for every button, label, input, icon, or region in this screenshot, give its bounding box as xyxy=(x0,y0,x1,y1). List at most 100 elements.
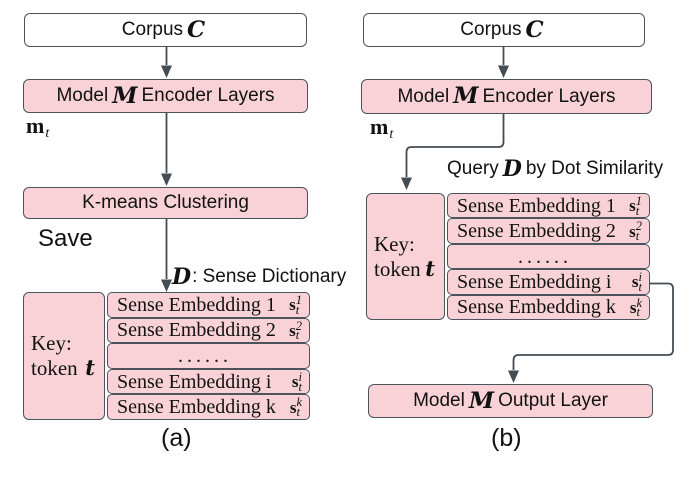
encoder-label-pre: Model xyxy=(56,85,109,106)
corpus-label: Corpus xyxy=(460,19,522,40)
m-vector-label-b: mt xyxy=(370,114,393,143)
row-label: Sense Embedding 2 xyxy=(457,220,616,243)
query-label-post: by Dot Similarity xyxy=(525,158,664,179)
s-base: s xyxy=(629,221,636,241)
key-word: token xyxy=(31,356,78,380)
s-sub: t xyxy=(638,279,642,294)
corpus-label: Corpus xyxy=(121,19,184,40)
row-label: Sense Embedding k xyxy=(117,396,276,419)
row-label: Sense Embedding 2 xyxy=(117,319,276,342)
corpus-symbol-c: C xyxy=(187,16,206,43)
s-sup: i xyxy=(638,270,642,285)
row-label: Sense Embedding k xyxy=(457,296,616,319)
m-vector-sub: t xyxy=(389,127,394,142)
m-vector-base: m xyxy=(26,113,45,138)
key-word: token xyxy=(374,256,421,281)
sense-row-ellipsis: ...... xyxy=(447,243,650,270)
s-base: s xyxy=(631,272,639,292)
corpus-symbol-c: C xyxy=(525,16,544,43)
arrowhead xyxy=(161,65,172,78)
s-sup: 1 xyxy=(635,193,642,208)
arrowhead xyxy=(161,173,172,186)
s-sup: k xyxy=(296,395,302,410)
m-vector-sub: t xyxy=(45,126,50,141)
key-line1: Key: xyxy=(374,231,415,256)
caption-a: (a) xyxy=(161,424,192,452)
model-symbol-m: M xyxy=(112,82,138,109)
encoder-label-post: Encoder Layers xyxy=(482,85,616,107)
arrowhead xyxy=(401,177,412,190)
dictionary-symbol-d: D xyxy=(172,264,192,290)
key-token-symbol: t xyxy=(85,355,95,380)
arrowhead xyxy=(161,279,172,292)
sense-dictionary-text: : Sense Dictionary xyxy=(192,266,347,287)
row-label: Sense Embedding i xyxy=(457,270,612,293)
s-sup: 1 xyxy=(295,293,302,308)
encoder-label-pre: Model xyxy=(397,85,450,107)
s-sub: t xyxy=(635,229,640,244)
row-label: ...... xyxy=(518,245,572,268)
m-vector-base: m xyxy=(370,114,389,139)
s-base: s xyxy=(629,297,637,317)
s-sub: t xyxy=(298,379,302,394)
arrowhead xyxy=(508,370,519,383)
row-label: ...... xyxy=(178,344,232,367)
save-label: Save xyxy=(38,225,93,252)
s-sub: t xyxy=(636,305,640,320)
query-label-pre: Query xyxy=(447,158,499,179)
s-sup: 2 xyxy=(635,219,642,234)
s-sup: k xyxy=(636,295,642,310)
s-base: s xyxy=(291,372,299,392)
output-label-pre: Model xyxy=(413,390,465,411)
row-label: Sense Embedding i xyxy=(117,370,272,393)
sense-row-ellipsis: ...... xyxy=(107,343,310,369)
m-vector-label-a: mt xyxy=(26,113,49,142)
s-base: s xyxy=(289,397,297,417)
kmeans-label: K-means Clustering xyxy=(82,192,249,213)
key-token-symbol: t xyxy=(425,255,435,281)
s-base: s xyxy=(289,320,296,340)
row-label: Sense Embedding 1 xyxy=(117,293,276,316)
kmeans-box: K-means Clustering xyxy=(23,187,308,219)
encoder-label-post: Encoder Layers xyxy=(141,85,275,106)
arrowhead xyxy=(498,65,509,78)
row-label: Sense Embedding 1 xyxy=(457,194,616,217)
s-sub: t xyxy=(296,405,300,420)
sense-dictionary-title: D: Sense Dictionary xyxy=(172,266,346,288)
caption-b: (b) xyxy=(491,424,522,452)
s-base: s xyxy=(289,295,296,315)
model-symbol-m: M xyxy=(468,387,495,414)
s-sub: t xyxy=(295,328,300,343)
s-sub: t xyxy=(635,203,640,218)
s-sub: t xyxy=(295,302,300,317)
s-base: s xyxy=(629,196,636,216)
s-sup: i xyxy=(298,369,302,384)
